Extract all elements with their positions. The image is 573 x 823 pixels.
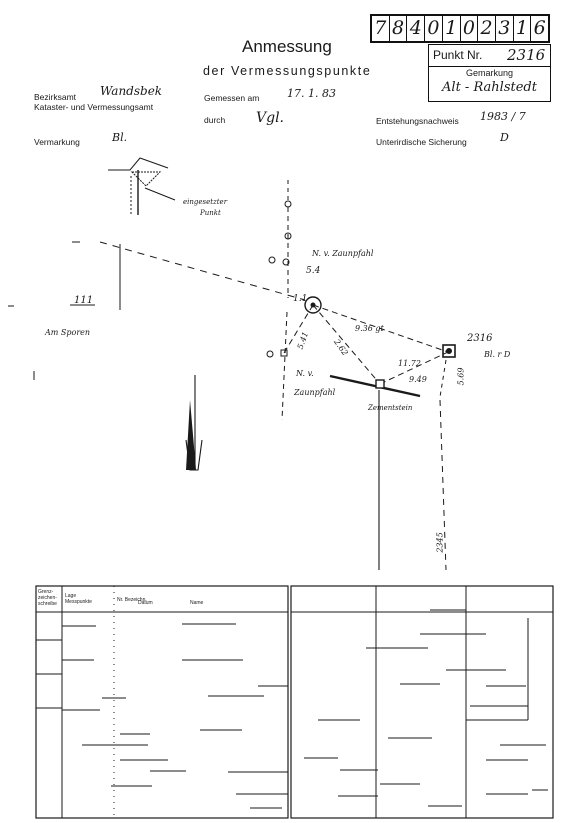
id-digit: 3 bbox=[496, 16, 514, 41]
punkt-value: 2316 bbox=[507, 46, 546, 64]
zaunpfahl-label-2a: N. v. bbox=[296, 369, 314, 378]
survey-point bbox=[304, 296, 322, 314]
leader-line bbox=[144, 187, 176, 201]
table-col-grenzzeichen: Grenz- zeichen- schreibe bbox=[38, 589, 57, 607]
id-digit: 1 bbox=[514, 16, 532, 41]
eingesetzter-label: eingesetzter bbox=[183, 198, 228, 206]
boundary-line bbox=[99, 241, 306, 301]
punkt-label: Punkt Nr. bbox=[433, 48, 483, 62]
point-2316-label: 2316 bbox=[467, 333, 493, 344]
vermarkung-label: Vermarkung bbox=[34, 137, 80, 147]
bezirksamt-label: Bezirksamt bbox=[34, 92, 77, 102]
id-digit: 1 bbox=[443, 16, 461, 41]
vermarkung-value: Bl. bbox=[112, 131, 128, 144]
monument-outline bbox=[108, 157, 169, 171]
page-subtitle: der Vermessungspunkte bbox=[203, 64, 372, 78]
gemessen-label: Gemessen am bbox=[204, 93, 260, 103]
id-digit: 8 bbox=[390, 16, 408, 41]
durch-label: durch bbox=[204, 115, 226, 125]
table-col-bezeichnung: Nr. Bezeichn. bbox=[117, 597, 147, 603]
bl-d-label: Bl. r D bbox=[484, 350, 511, 359]
point-2316-marker bbox=[442, 344, 456, 358]
table-col-datum: Datum bbox=[138, 600, 153, 606]
value-9-49: 9.49 bbox=[409, 375, 427, 384]
zementstein-label: Zementstein bbox=[368, 404, 413, 412]
table-col-name: Name bbox=[190, 600, 204, 606]
entstehung-label: Entstehungsnachweis bbox=[376, 116, 459, 126]
id-digit: 6 bbox=[533, 17, 546, 39]
table-col-messpunkte: Lage Messpunkte bbox=[65, 593, 92, 605]
street-label: Am Sporen bbox=[45, 328, 91, 337]
page-title: Anmessung bbox=[242, 37, 332, 56]
monument-hatch bbox=[130, 171, 162, 187]
gemarkung-value: Alt - Rahlstedt bbox=[442, 80, 537, 95]
punkt-box: Punkt Nr. 2316 Gemarkung Alt - Rahlstedt bbox=[428, 44, 551, 102]
zaunpfahl-label-1: N. v. Zaunpfahl bbox=[312, 249, 374, 258]
gemarkung-label: Gemarkung bbox=[465, 68, 514, 78]
zementstein-line bbox=[329, 374, 421, 398]
value-1-1: 1.1 bbox=[293, 294, 308, 304]
id-digit: 0 bbox=[425, 16, 443, 41]
id-digit: 2 bbox=[478, 16, 496, 41]
bezirksamt-value: Wandsbek bbox=[100, 84, 163, 98]
value-9-36: 9.36 gt bbox=[355, 324, 384, 333]
durch-value: Vgl. bbox=[256, 110, 284, 126]
value-11-72: 11.72 bbox=[398, 359, 421, 368]
id-digit: 4 bbox=[407, 16, 426, 41]
punkt-sketch-label: Punkt bbox=[200, 209, 221, 217]
amt-label: Kataster- und Vermessungsamt bbox=[34, 102, 154, 112]
gemessen-value: 17. 1. 83 bbox=[287, 87, 336, 100]
document-number-box: 7 8 4 0 1 0 2 3 1 6 bbox=[370, 14, 550, 43]
entstehung-value: 1983 / 7 bbox=[480, 110, 526, 123]
parcel-number: 111 bbox=[74, 295, 94, 306]
punkt-row: Punkt Nr. 2316 bbox=[429, 45, 550, 67]
sicherung-label: Unterirdische Sicherung bbox=[376, 137, 467, 147]
id-digit: 7 bbox=[372, 16, 390, 41]
sicherung-value: D bbox=[500, 131, 509, 144]
value-5-4: 5.4 bbox=[306, 266, 321, 276]
id-digit: 0 bbox=[461, 16, 479, 41]
zaunpfahl-label-2b: Zaunpfahl bbox=[294, 388, 336, 397]
